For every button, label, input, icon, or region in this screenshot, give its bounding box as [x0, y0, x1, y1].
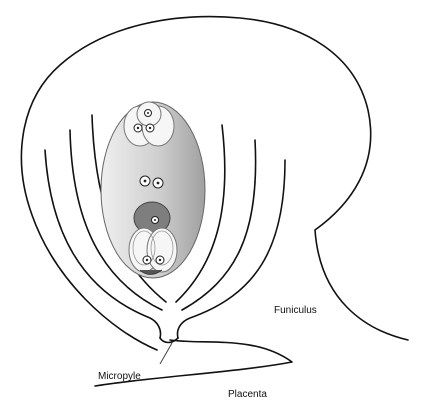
micropyle-notch	[160, 338, 178, 343]
funiculus-label: Funiculus	[274, 305, 317, 316]
synergids	[129, 228, 177, 275]
micropyle-label: Micropyle	[98, 371, 141, 382]
outer-integument-outline	[21, 17, 408, 350]
antipodal-cells	[124, 102, 174, 146]
placenta-label: Placenta	[228, 389, 267, 400]
micropyle-pointer-line	[160, 343, 172, 364]
